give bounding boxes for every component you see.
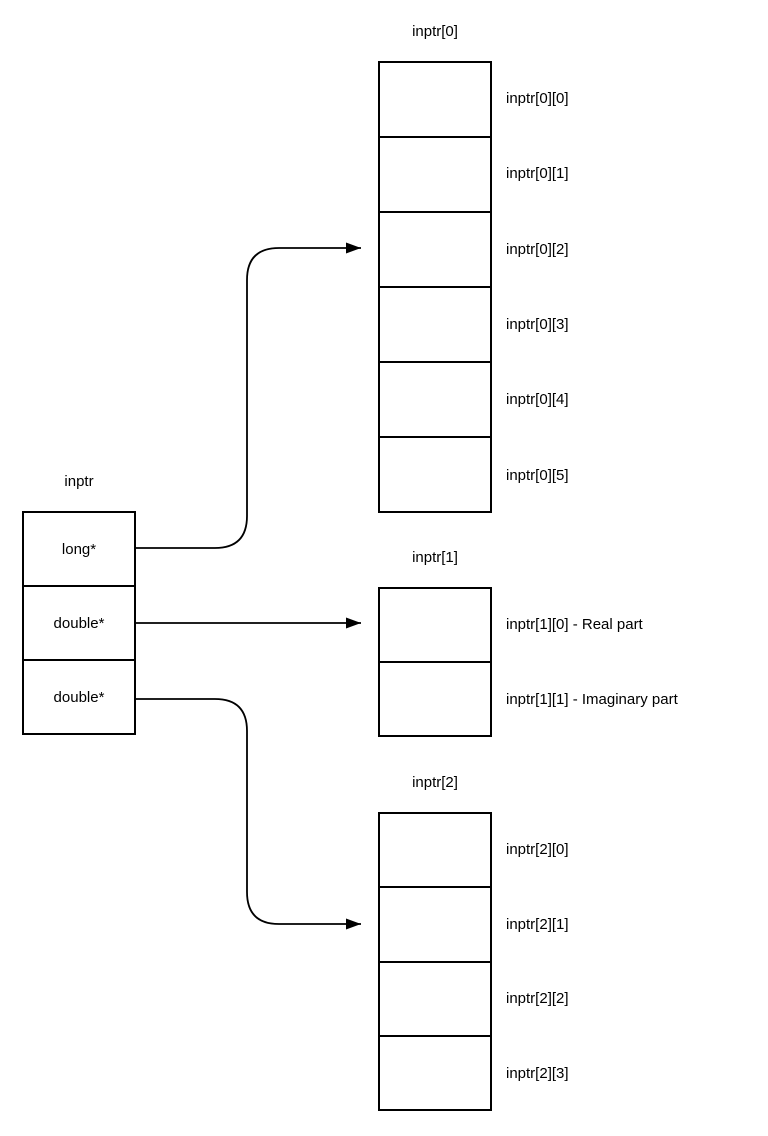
array-cell [380,1034,490,1109]
array-cell [380,589,490,661]
array-cell [380,286,490,361]
array-inptr0-labels: inptr[0][0] inptr[0][1] inptr[0][2] inpt… [506,61,569,513]
array-cell [380,886,490,960]
array-cell [380,960,490,1035]
pointer-cell-0-label: long* [61,540,97,558]
array-block-inptr2: inptr[2] inptr[2][0] inptr[2][1] inptr[2… [378,774,569,1111]
cell-label: inptr[0][2] [506,240,569,258]
cell-label: inptr[0][4] [506,391,569,409]
array-cell [380,63,490,136]
pointer-block: inptr long* double* double* [22,473,136,735]
pointer-cell-1-label: double* [53,614,105,632]
cell-label: inptr[0][0] [506,90,569,108]
array-cell [380,211,490,286]
cell-label: inptr[2][3] [506,1065,569,1083]
array-cell [380,361,490,436]
array-inptr0-box [378,61,492,513]
cell-label: inptr[2][2] [506,990,569,1008]
cell-label: inptr[0][3] [506,316,569,334]
cell-label: inptr[1][0] - Real part [506,616,643,633]
cell-label: inptr[0][1] [506,165,569,183]
pointer-cell-2-label: double* [53,688,105,706]
array-block-inptr0: inptr[0] inptr[0][0] inptr[0][1] inptr[0… [378,23,569,513]
pointer-block-title: inptr [64,473,94,490]
pointer-cell-2: double* [24,659,134,733]
array-inptr2-labels: inptr[2][0] inptr[2][1] inptr[2][2] inpt… [506,812,569,1111]
arrow-double-to-inptr2 [135,698,361,930]
array-inptr2-title: inptr[2] [412,774,458,791]
array-cell [380,136,490,211]
array-inptr1-labels: inptr[1][0] - Real part inptr[1][1] - Im… [506,587,678,737]
cell-label: inptr[2][0] [506,840,569,858]
array-cell [380,661,490,735]
array-inptr2-box [378,812,492,1111]
array-inptr1-box [378,587,492,737]
pointer-cell-1: double* [24,585,134,659]
array-inptr1-title: inptr[1] [412,549,458,566]
pointer-cell-0: long* [24,513,134,585]
cell-label: inptr[0][5] [506,466,569,484]
array-cell [380,436,490,511]
array-inptr0-title: inptr[0] [412,23,458,40]
array-cell [380,814,490,886]
array-block-inptr1: inptr[1] inptr[1][0] - Real part inptr[1… [378,549,678,737]
pointer-block-box: long* double* double* [22,511,136,735]
cell-label: inptr[2][1] [506,915,569,933]
cell-label: inptr[1][1] - Imaginary part [506,691,678,708]
arrow-long-to-inptr0 [135,242,361,549]
